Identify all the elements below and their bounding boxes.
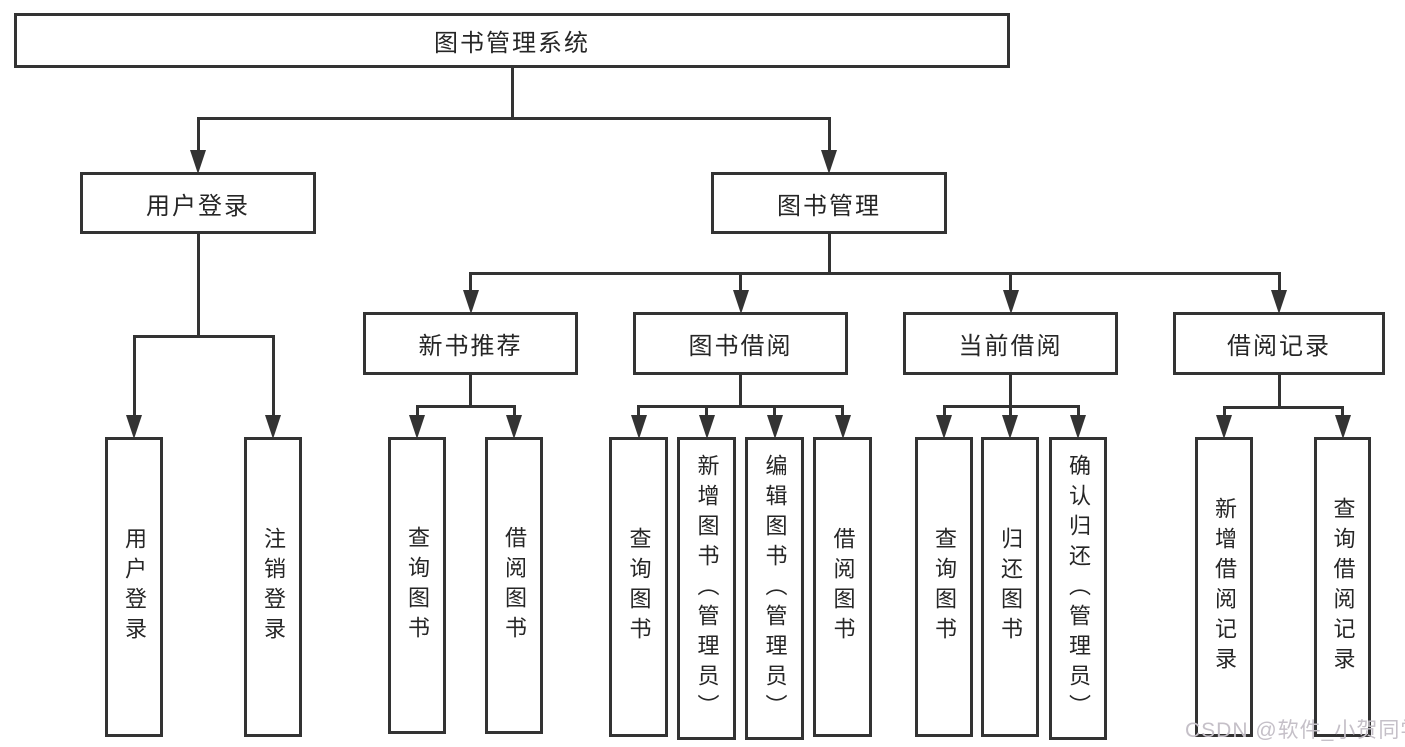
connector-line xyxy=(827,234,831,273)
connector-line xyxy=(637,404,844,408)
arrow-down-icon xyxy=(698,415,715,439)
node-borrow-records: 借阅记录 xyxy=(1173,312,1385,375)
connector-line xyxy=(1222,405,1344,409)
arrow-down-icon xyxy=(1271,290,1287,314)
leaf-query-books-borrow: 查询图书 xyxy=(609,437,668,737)
leaf-query-books-current: 查询图书 xyxy=(915,437,973,737)
node-label: 注销登录 xyxy=(261,527,286,647)
connector-line xyxy=(415,404,516,408)
leaf-confirm-return-admin: 确认归还（管理员） xyxy=(1049,437,1107,740)
connector-line xyxy=(1277,273,1281,300)
node-label: 归还图书 xyxy=(998,527,1023,647)
leaf-borrow-books-recommend: 借阅图书 xyxy=(485,437,543,734)
node-label: 确认归还（管理员） xyxy=(1066,453,1091,724)
node-label: 查询图书 xyxy=(932,527,957,647)
arrow-down-icon xyxy=(506,415,522,439)
connector-line xyxy=(1009,375,1012,406)
arrow-down-icon xyxy=(126,415,142,439)
connector-line xyxy=(132,334,275,338)
node-label: 编辑图书（管理员） xyxy=(762,453,788,724)
arrow-down-icon xyxy=(1216,415,1232,439)
arrow-down-icon xyxy=(462,290,479,314)
node-label: 查询图书 xyxy=(405,525,430,646)
node-label: 借阅记录 xyxy=(1227,333,1331,360)
leaf-return-books: 归还图书 xyxy=(981,437,1039,737)
node-label: 查询图书 xyxy=(626,527,652,647)
arrow-down-icon xyxy=(732,290,749,314)
node-label: 借阅图书 xyxy=(830,527,856,647)
node-label: 当前借阅 xyxy=(958,333,1063,360)
arrow-down-icon xyxy=(1002,290,1019,314)
leaf-user-login: 用户登录 xyxy=(105,437,163,737)
connector-line xyxy=(739,273,742,300)
arrow-down-icon xyxy=(409,415,425,439)
leaf-add-books-admin: 新增图书（管理员） xyxy=(677,437,736,740)
arrow-down-icon xyxy=(190,150,206,174)
arrow-down-icon xyxy=(936,415,952,439)
connector-line xyxy=(196,118,200,160)
node-user-login: 用户登录 xyxy=(80,172,316,234)
connector-line xyxy=(132,336,136,425)
leaf-borrow-books: 借阅图书 xyxy=(813,437,872,737)
connector-line xyxy=(827,118,831,160)
arrow-down-icon xyxy=(265,415,281,439)
arrow-down-icon xyxy=(1334,415,1351,439)
arrow-down-icon xyxy=(630,415,647,439)
arrow-down-icon xyxy=(1070,415,1086,439)
leaf-logout: 注销登录 xyxy=(244,437,302,737)
node-label: 新增图书（管理员） xyxy=(694,453,720,724)
leaf-edit-books-admin: 编辑图书（管理员） xyxy=(745,437,804,740)
connector-line xyxy=(510,68,514,118)
node-label: 新书推荐 xyxy=(418,333,523,360)
node-system-root: 图书管理系统 xyxy=(14,13,1010,68)
leaf-add-borrow-record: 新增借阅记录 xyxy=(1195,437,1253,737)
leaf-query-borrow-record: 查询借阅记录 xyxy=(1314,437,1371,737)
arrow-down-icon xyxy=(1002,415,1018,439)
arrow-down-icon xyxy=(766,415,783,439)
node-label: 图书借阅 xyxy=(688,333,793,360)
connector-line xyxy=(739,375,742,406)
connector-line xyxy=(1277,375,1281,407)
csdn-watermark: CSDN @软件_小贺同学 xyxy=(1185,719,1405,742)
connector-line xyxy=(1009,273,1012,300)
connector-line xyxy=(469,273,472,300)
node-new-book-recommend: 新书推荐 xyxy=(363,312,578,375)
node-label: 图书管理系统 xyxy=(434,30,590,57)
node-label: 新增借阅记录 xyxy=(1212,497,1237,677)
connector-line xyxy=(271,336,275,425)
node-current-borrow: 当前借阅 xyxy=(903,312,1118,375)
connector-line xyxy=(469,375,472,406)
leaf-query-books-recommend: 查询图书 xyxy=(388,437,446,734)
node-label: 查询借阅记录 xyxy=(1330,497,1356,677)
node-book-borrow: 图书借阅 xyxy=(633,312,848,375)
connector-line xyxy=(469,271,1281,275)
connector-line xyxy=(196,234,200,336)
node-label: 图书管理 xyxy=(777,192,881,220)
node-label: 用户登录 xyxy=(146,192,250,220)
node-label: 借阅图书 xyxy=(502,525,527,646)
node-label: 用户登录 xyxy=(122,527,147,647)
connector-line xyxy=(196,116,831,120)
node-book-management: 图书管理 xyxy=(711,172,947,234)
arrow-down-icon xyxy=(834,415,851,439)
arrow-down-icon xyxy=(821,150,837,174)
